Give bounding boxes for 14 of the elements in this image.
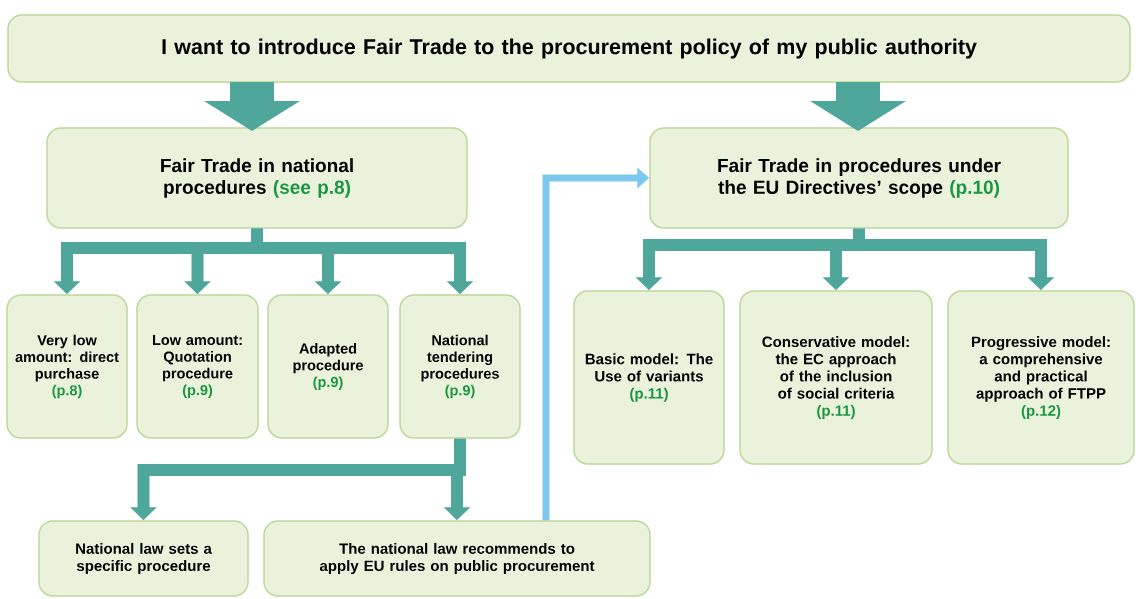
process-box: Fair Trade in procedures under the EU Directives’ scope (p.10) [649,127,1069,229]
process-box: Very low amount: direct purchase (p.8) [6,294,128,439]
process-box: The national law recommends to apply EU rules on public procurement [263,520,651,597]
arrow [204,82,300,131]
process-box: Basic model: The Use of variants (p.11) [573,290,725,465]
process-box: Fair Trade in national procedures (see p.8) [46,127,468,229]
process-box: National law sets a specific procedure [38,520,249,597]
process-box: I want to introduce Fair Trade to the procurement policy of my public authority [7,14,1131,83]
arrow [810,82,906,131]
process-box: Low amount: Quotation procedure (p.9) [136,294,259,439]
process-box: National tendering procedures (p.9) [399,294,521,439]
process-box: Progressive model: a comprehensive and practical approach of FTPP (p.12) [947,290,1135,465]
process-box: Adapted procedure (p.9) [267,294,389,439]
process-box: Conservative model: the EC approach of the inclusion of social criteria (p.11) [739,290,933,465]
